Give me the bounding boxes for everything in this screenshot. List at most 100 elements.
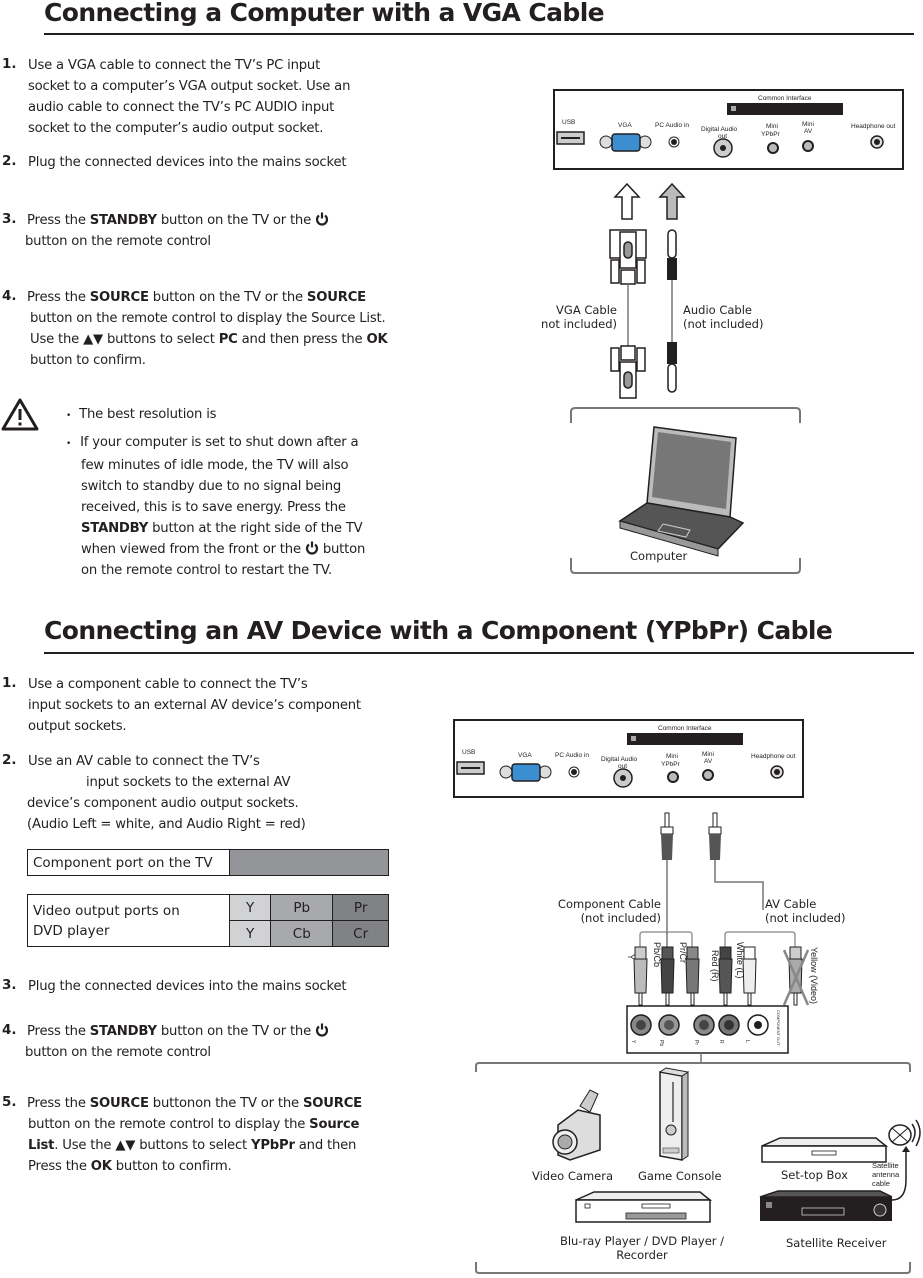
step-number: 2. bbox=[2, 752, 17, 768]
step-number: 2. bbox=[2, 153, 17, 169]
arrow-up-icon bbox=[902, 1146, 910, 1152]
step-text: Press the SOURCE button on the TV or the… bbox=[27, 287, 388, 371]
plug-label: Pr/Cr bbox=[678, 942, 688, 963]
step-number: 4. bbox=[2, 288, 17, 304]
headphone-label: Headphone out bbox=[751, 753, 796, 760]
plug-label: Red (R) bbox=[710, 950, 720, 982]
step-text: Use a VGA cable to connect the TV’s PC i… bbox=[28, 55, 350, 139]
power-icon bbox=[315, 212, 329, 226]
laptop-icon bbox=[618, 426, 745, 557]
text: Press the bbox=[27, 213, 90, 228]
ok-keyword: OK bbox=[366, 332, 388, 347]
plug-yellow-crossed bbox=[782, 946, 810, 1006]
mini-av-label: AV bbox=[804, 128, 813, 135]
note-line: few minutes of idle mode, the TV will al… bbox=[81, 458, 349, 473]
source-keyword: SOURCE bbox=[302, 1096, 362, 1111]
game-console-icon bbox=[658, 1067, 690, 1161]
step-line: audio cable to connect the TV’s PC AUDIO… bbox=[28, 100, 335, 115]
mini-ypbpr-label: YPbPr bbox=[661, 761, 681, 768]
table-value bbox=[229, 849, 389, 876]
label-line: DVD player bbox=[33, 922, 110, 939]
section-title-component: Connecting an AV Device with a Component… bbox=[44, 616, 833, 645]
step-line: button on the remote control to display … bbox=[30, 311, 386, 326]
table-cell: Cb bbox=[270, 920, 334, 947]
text: button on the TV or the bbox=[156, 213, 315, 228]
table-cell: Y bbox=[228, 920, 272, 947]
step-text: Press the STANDBY button on the TV or th… bbox=[25, 210, 329, 252]
audio-cable-label: (not included) bbox=[683, 317, 763, 331]
usb-label: USB bbox=[562, 119, 575, 126]
satellite-dish-icon bbox=[888, 1119, 921, 1147]
component-connection-diagram: Common Interface USB VGA PC Audio in Dig… bbox=[453, 719, 921, 1274]
bluray-label: Blu-ray Player / DVD Player / bbox=[560, 1234, 724, 1248]
component-out-panel: Y Pb Pr R L COMPONENT OUT bbox=[626, 1005, 789, 1054]
plug-label: Y bbox=[626, 954, 636, 960]
pc-audio-port bbox=[571, 769, 577, 775]
av-cable-label: AV Cable bbox=[765, 897, 816, 911]
headphone-port bbox=[874, 139, 880, 145]
set-top-box-label: Set-top Box bbox=[781, 1168, 848, 1182]
text: buttonon the TV or the bbox=[148, 1096, 303, 1111]
digital-audio-label: out bbox=[618, 763, 627, 770]
table-label: Video output ports on DVD player bbox=[27, 894, 230, 947]
mini-ypbpr-port bbox=[767, 142, 779, 154]
digital-audio-label: out bbox=[718, 133, 727, 140]
text: Press the bbox=[27, 290, 90, 305]
step-text: Use an AV cable to connect the TV’s inpu… bbox=[27, 751, 306, 835]
mini-av-label: Mini bbox=[802, 121, 814, 128]
step-text: Press the STANDBY button on the TV or th… bbox=[25, 1021, 329, 1063]
step-line: socket to the computer’s audio output so… bbox=[28, 121, 324, 136]
video-camera-label: Video Camera bbox=[532, 1169, 613, 1183]
pc-audio-port bbox=[671, 139, 677, 145]
jack-label: Pb bbox=[658, 1040, 664, 1046]
text: button on the TV or the bbox=[148, 290, 307, 305]
vga-connector bbox=[610, 345, 646, 399]
note-line: on the remote control to restart the TV. bbox=[81, 563, 332, 578]
jack-label: COMPONENT OUT bbox=[776, 1010, 781, 1046]
text: when viewed from the front or the bbox=[81, 542, 305, 557]
step-line: input sockets to the external AV bbox=[86, 775, 291, 790]
mini-ypbpr-label: Mini bbox=[666, 753, 678, 760]
digital-audio-label: Digital Audio bbox=[601, 756, 638, 763]
power-icon bbox=[315, 1023, 329, 1037]
vga-port bbox=[599, 133, 652, 152]
vga-port bbox=[499, 763, 552, 782]
rca-plug bbox=[708, 812, 764, 910]
standby-keyword: STANDBY bbox=[89, 213, 157, 228]
step-line: Use an AV cable to connect the TV’s bbox=[28, 754, 260, 769]
step-number: 3. bbox=[2, 211, 17, 227]
step-text: Use a component cable to connect the TV’… bbox=[28, 674, 361, 737]
step-line: output sockets. bbox=[28, 719, 127, 734]
pc-audio-label: PC Audio in bbox=[555, 752, 589, 759]
source-keyword: SOURCE bbox=[89, 290, 149, 305]
table-cell: Pr bbox=[332, 894, 389, 921]
satellite-antenna-label: antenna bbox=[872, 1170, 900, 1179]
arrow-up-icon bbox=[613, 182, 641, 220]
vga-connector bbox=[609, 229, 647, 285]
jack-label: Pr bbox=[693, 1040, 699, 1045]
ypbpr-keyword: YPbPr bbox=[250, 1138, 295, 1153]
text: button bbox=[318, 542, 366, 557]
common-interface-label: Common Interface bbox=[758, 95, 812, 102]
pc-audio-label: PC Audio in bbox=[655, 122, 689, 129]
plug-y bbox=[633, 946, 648, 1006]
mini-av-port bbox=[802, 140, 814, 152]
text: Use the bbox=[30, 332, 84, 347]
satellite-antenna-label: cable bbox=[872, 1179, 890, 1188]
label-line: Video output ports on bbox=[33, 902, 180, 919]
step-line: device’s component audio output sockets. bbox=[27, 796, 299, 811]
step-line: (Audio Left = white, and Audio Right = r… bbox=[27, 817, 306, 832]
mini-av-port bbox=[702, 769, 714, 781]
text: button at the right side of the TV bbox=[148, 521, 363, 536]
plug-pb bbox=[660, 946, 675, 1006]
mini-ypbpr-label: YPbPr bbox=[761, 131, 781, 138]
satellite-receiver-icon bbox=[759, 1190, 893, 1221]
vga-cable-label: (not included) bbox=[540, 317, 617, 331]
step-line: socket to a computer’s VGA output socket… bbox=[28, 79, 351, 94]
text: button to confirm. bbox=[111, 1159, 232, 1174]
table-cell: Cr bbox=[332, 920, 389, 947]
mini-ypbpr-port bbox=[667, 771, 679, 783]
component-port-table: Component port on the TV bbox=[27, 849, 389, 876]
rca-plug bbox=[660, 812, 674, 900]
